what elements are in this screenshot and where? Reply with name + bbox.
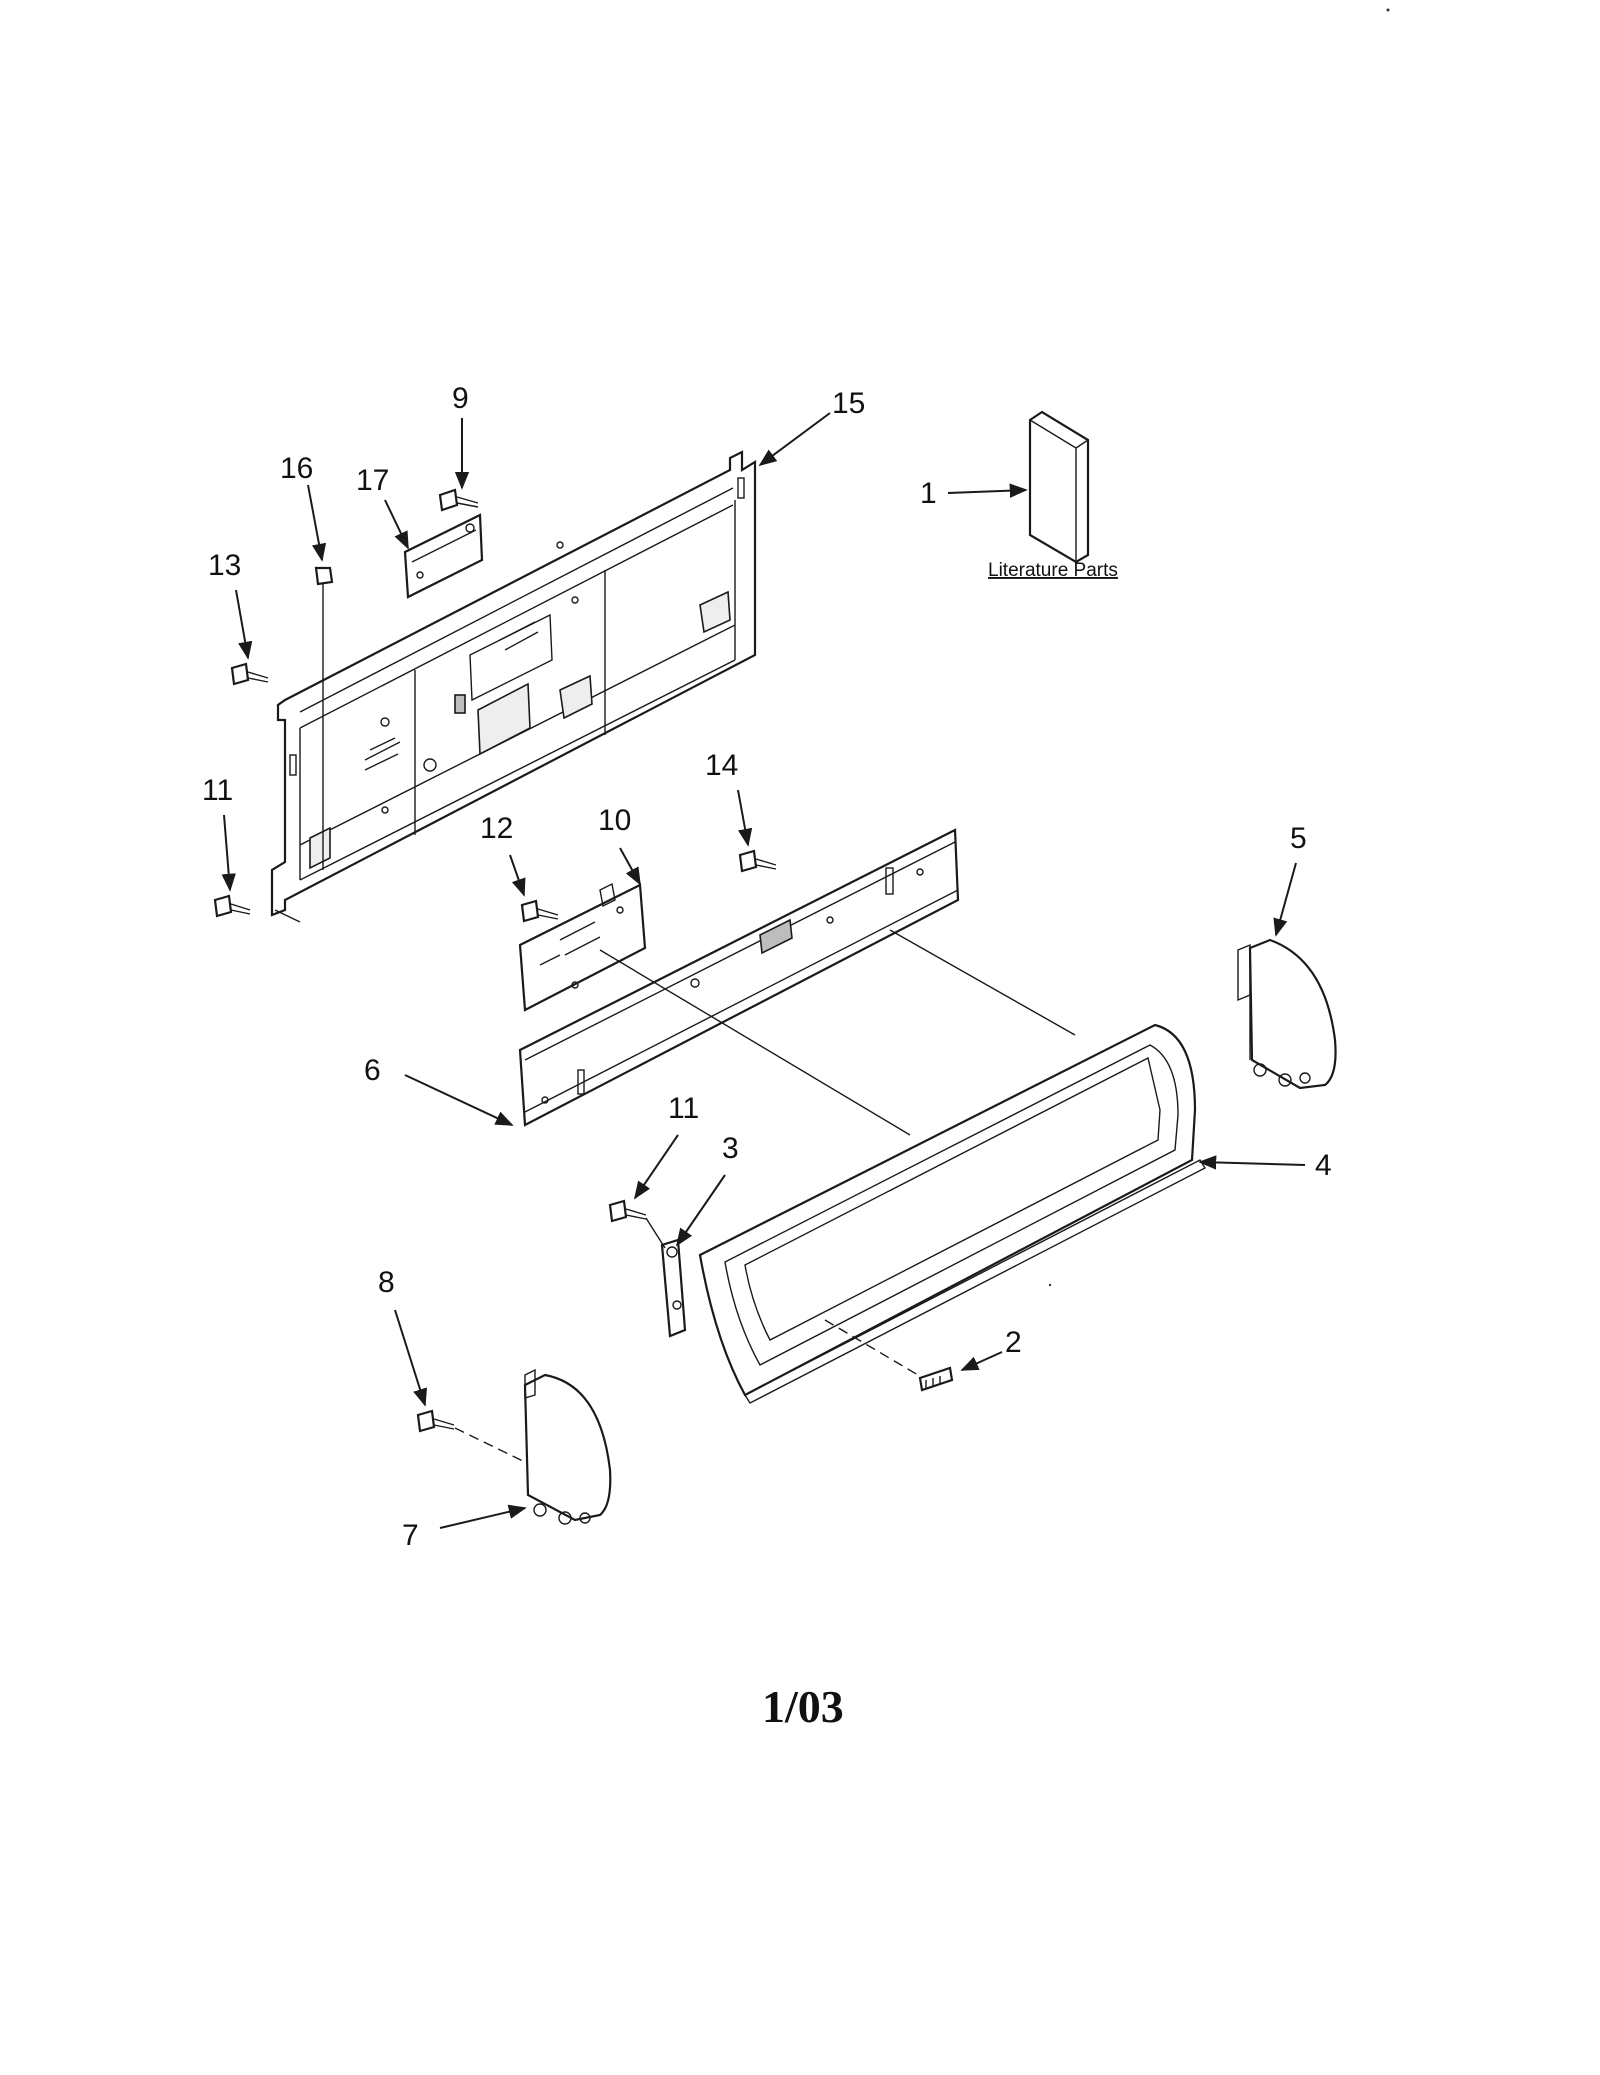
callout-8: 8 [378, 1266, 395, 1299]
callout-17: 17 [356, 464, 389, 497]
screw-part-11-lower [608, 1199, 666, 1249]
screw-part-14 [738, 849, 777, 873]
callout-arrows [221, 412, 1306, 1529]
callout-6: 6 [364, 1054, 381, 1087]
footer-code: 1/03 [762, 1681, 844, 1732]
control-board-part-10 [518, 882, 647, 1012]
assembly-line [889, 929, 1076, 1036]
console-part-4 [698, 1023, 1206, 1404]
end-cap-part-5 [1237, 938, 1337, 1090]
callout-11-upper: 11 [202, 774, 233, 807]
speck [1386, 8, 1390, 12]
assembly-line [274, 909, 301, 923]
callout-7: 7 [402, 1519, 419, 1552]
mounting-rail-part-6 [518, 828, 960, 1127]
callout-14: 14 [705, 749, 738, 782]
callout-2: 2 [1005, 1326, 1022, 1359]
screw-part-11-upper [213, 894, 251, 918]
callout-10: 10 [598, 804, 631, 837]
callout-9: 9 [452, 382, 469, 415]
callout-13: 13 [208, 549, 241, 582]
bracket-part-3 [660, 1238, 687, 1338]
callout-3: 3 [722, 1132, 739, 1165]
literature-parts-label: Literature Parts [988, 560, 1118, 581]
callout-16: 16 [280, 452, 313, 485]
screw-part-13 [230, 662, 269, 686]
speck [1048, 1283, 1052, 1287]
end-cap-part-7 [523, 1368, 612, 1525]
screw-part-12 [520, 899, 559, 923]
callout-1: 1 [920, 477, 937, 510]
rear-panel-part [270, 450, 757, 917]
screw-part-8 [416, 1409, 526, 1463]
callout-11-lower: 11 [668, 1092, 699, 1125]
callout-5: 5 [1290, 822, 1307, 855]
clip-part-2 [824, 1319, 954, 1392]
screw-part-16 [314, 566, 334, 870]
callout-12: 12 [480, 812, 513, 845]
assembly-line [599, 949, 911, 1136]
literature-booklet [1028, 410, 1090, 564]
callout-15: 15 [832, 387, 865, 420]
screw-part-9 [438, 488, 479, 512]
bracket-part-17 [403, 513, 484, 599]
callout-4: 4 [1315, 1149, 1332, 1182]
